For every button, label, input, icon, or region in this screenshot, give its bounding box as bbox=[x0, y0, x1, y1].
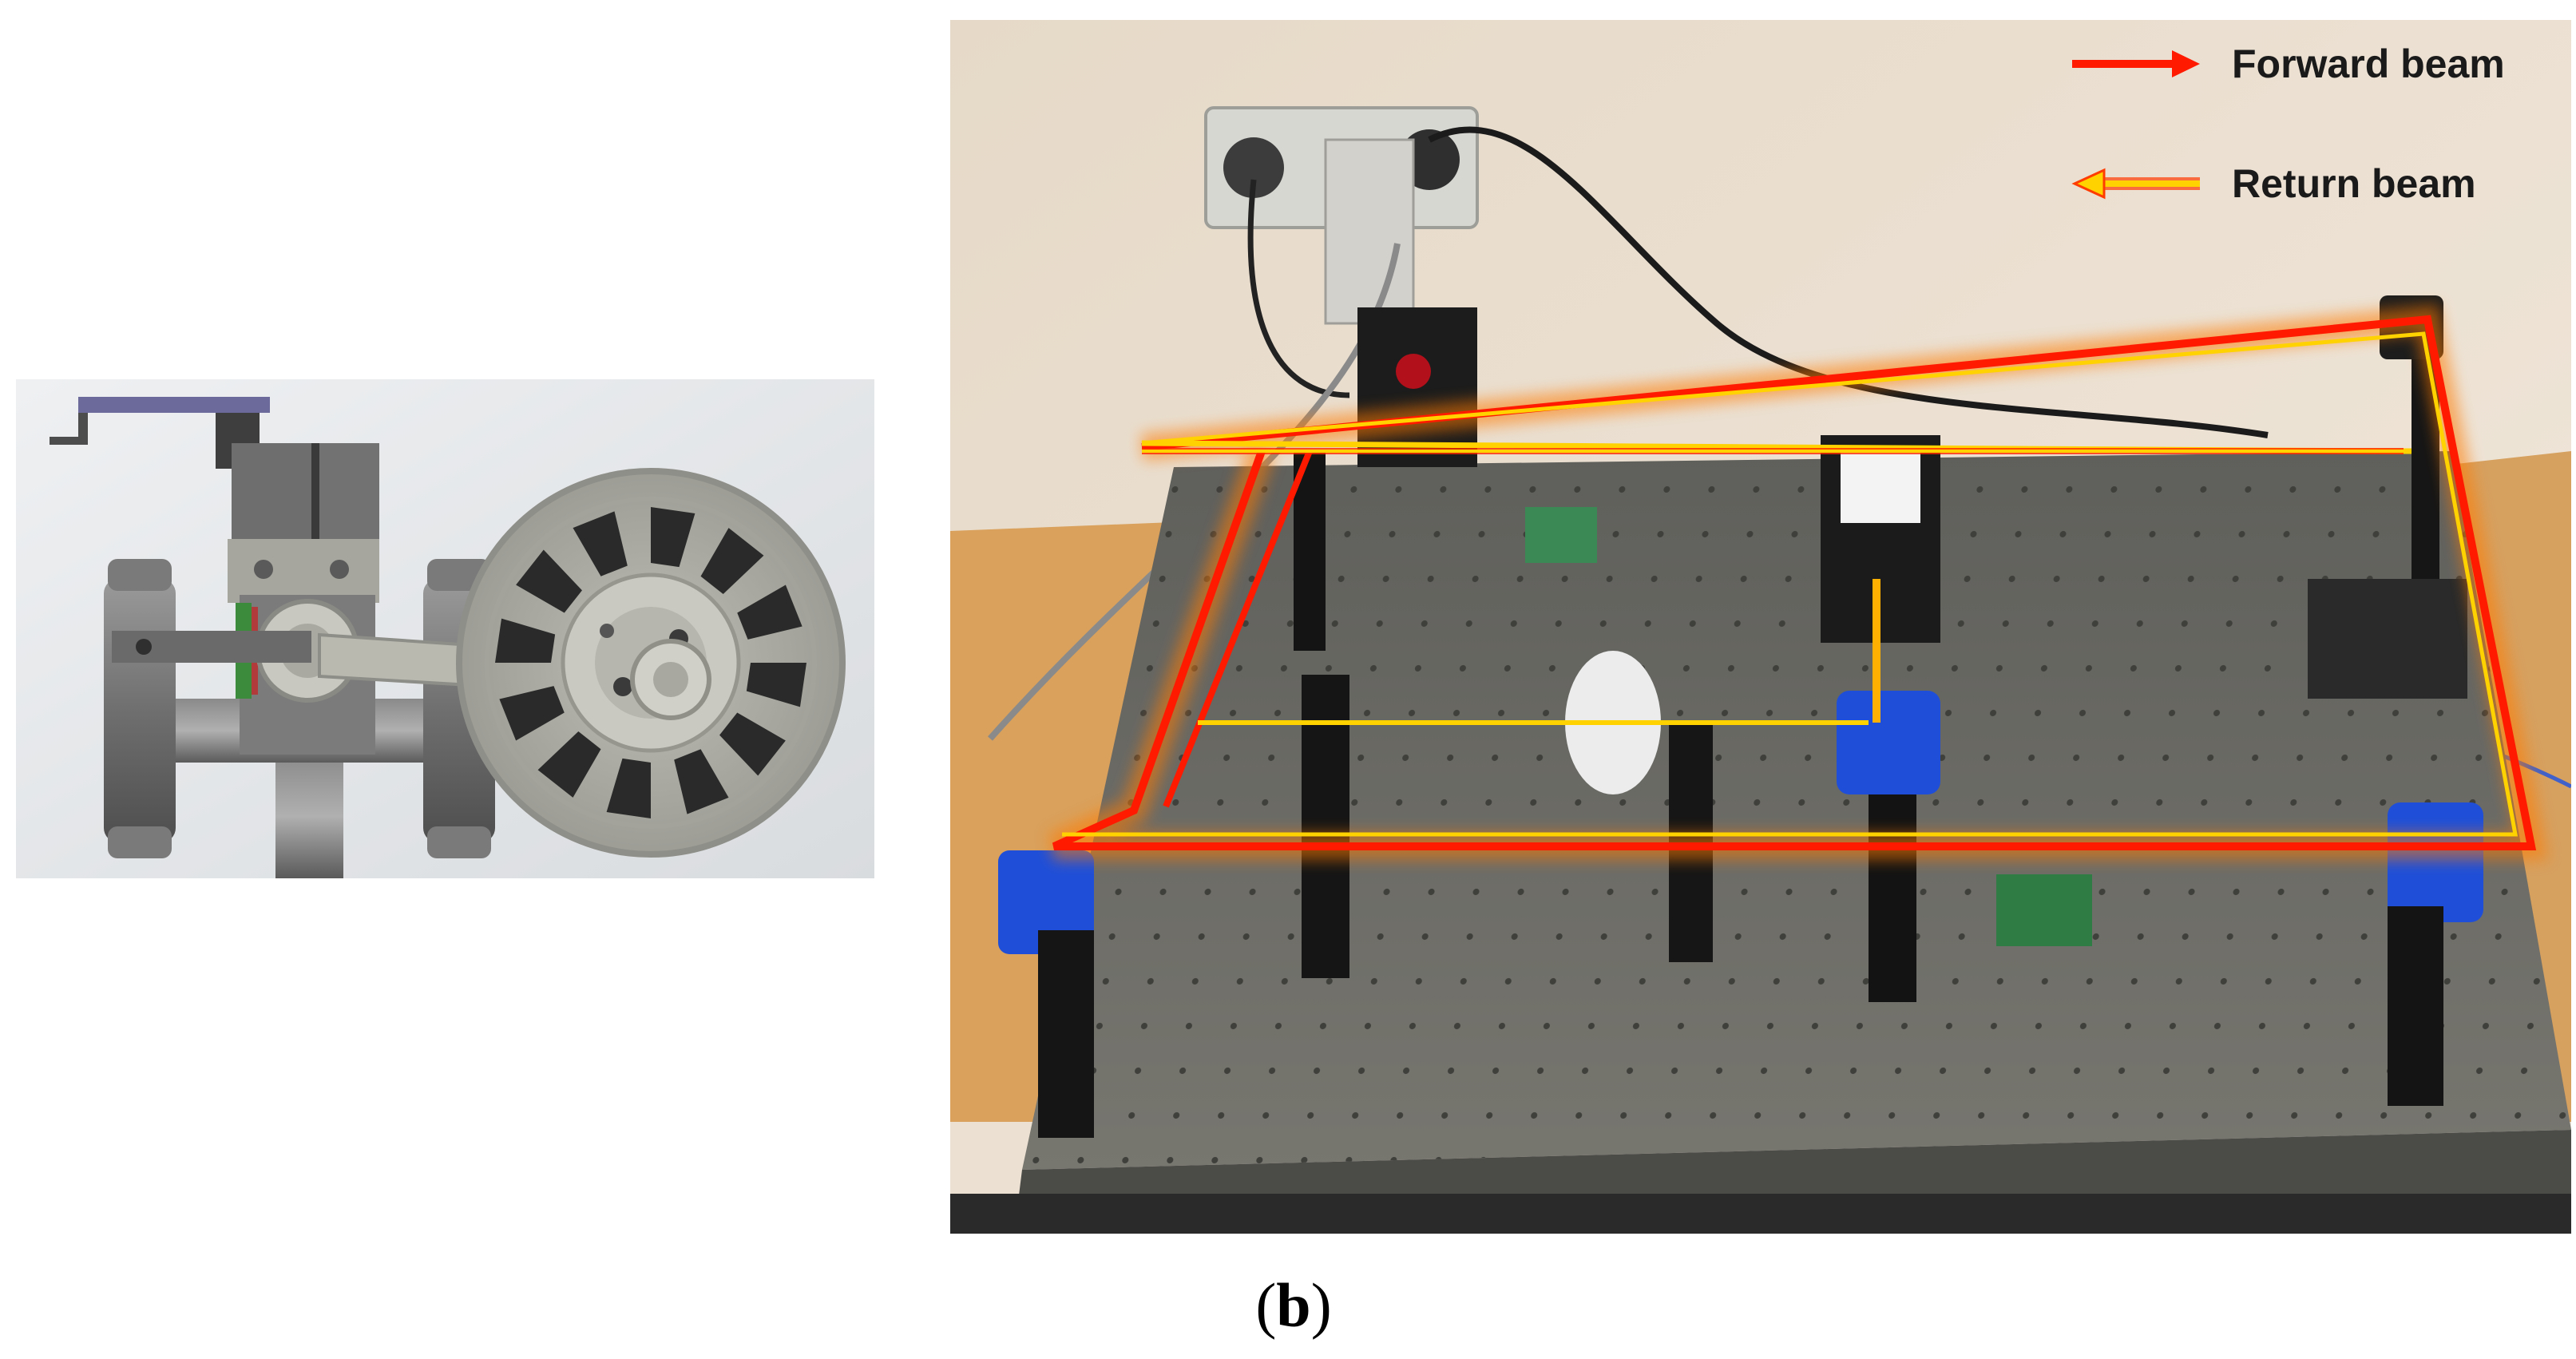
wheel-slot bbox=[719, 712, 786, 776]
left-roller-bottom bbox=[108, 826, 172, 858]
wheel-slot bbox=[495, 618, 556, 663]
optical-setup-photo: Forward beam Return beam bbox=[950, 20, 2571, 1234]
hook-bracket bbox=[50, 413, 88, 445]
wheel-slot bbox=[606, 758, 651, 818]
pcb-board bbox=[1996, 874, 2092, 946]
pcb-board-2 bbox=[1525, 507, 1597, 563]
panel-b-caption: (b) bbox=[1198, 1270, 1389, 1341]
wheel-slot bbox=[700, 528, 764, 594]
wheel-slot bbox=[499, 686, 565, 741]
upright-block-left bbox=[232, 443, 311, 547]
vertical-post bbox=[275, 755, 343, 878]
blue-mount-right bbox=[2388, 802, 2483, 922]
beamsplitter-post bbox=[1869, 786, 1916, 1002]
upright-block-right bbox=[319, 443, 379, 547]
wheel-slot bbox=[651, 507, 696, 568]
wheel-slot bbox=[573, 511, 628, 576]
power-box bbox=[1324, 138, 1415, 325]
clamp-screw-1 bbox=[254, 560, 273, 579]
wheel-slot bbox=[674, 749, 729, 814]
caption-close-paren: ) bbox=[1310, 1270, 1332, 1340]
left-roller-body bbox=[104, 579, 176, 842]
legend-forward-label: Forward beam bbox=[2232, 42, 2505, 86]
right-roller-bottom bbox=[427, 826, 491, 858]
left-link-bolt bbox=[136, 639, 152, 655]
clamp-block bbox=[228, 539, 379, 603]
cad-rendering-panel bbox=[16, 379, 874, 878]
wheel-slot bbox=[737, 584, 803, 640]
outlet-socket-1 bbox=[1223, 137, 1284, 198]
caption-letter: b bbox=[1276, 1270, 1311, 1340]
block-gap bbox=[311, 443, 319, 547]
blue-mount-center bbox=[1837, 691, 1940, 794]
left-mount-post bbox=[1038, 930, 1094, 1138]
blue-mount-left bbox=[998, 850, 1094, 954]
left-roller-top bbox=[108, 559, 172, 591]
detector-label bbox=[1841, 451, 1920, 523]
legend-return-label: Return beam bbox=[2232, 161, 2476, 206]
right-mount-post bbox=[2388, 906, 2443, 1106]
optical-table-holes bbox=[1022, 451, 2571, 1170]
cable-1 bbox=[1428, 126, 2269, 438]
crank-pin-center bbox=[653, 662, 688, 697]
legend: Forward beam Return beam bbox=[2071, 42, 2505, 206]
caption-open-paren: ( bbox=[1255, 1270, 1277, 1340]
laser-aperture bbox=[1396, 354, 1431, 389]
wheel-slot bbox=[537, 731, 601, 798]
translation-stage bbox=[2308, 579, 2467, 699]
forward-beam bbox=[1048, 304, 2548, 860]
floor-dark bbox=[950, 1194, 2571, 1234]
wheel-slot bbox=[746, 663, 806, 707]
clamp-screw-2 bbox=[330, 560, 349, 579]
top-plate bbox=[78, 397, 270, 413]
wheel-slot bbox=[516, 549, 582, 613]
return-beam bbox=[1062, 331, 2519, 837]
